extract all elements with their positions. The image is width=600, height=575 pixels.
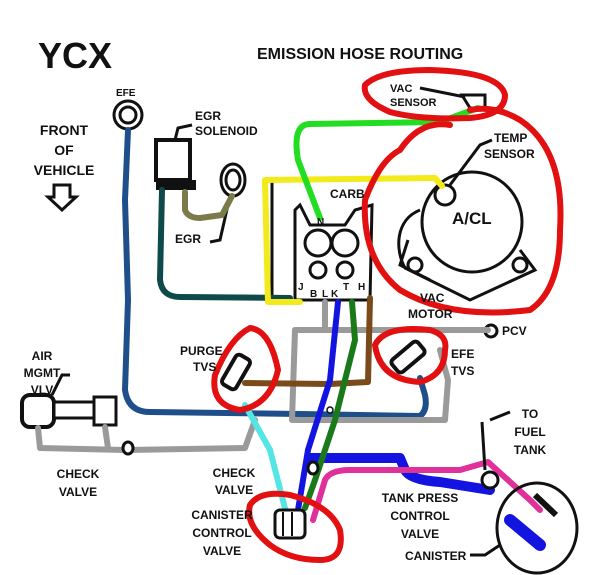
- canister-control-valve: [273, 508, 307, 540]
- label-canister: CANISTER: [405, 549, 467, 563]
- label-vac-motor-2: MOTOR: [408, 307, 453, 321]
- label-check-valve-mid-2: VALVE: [215, 483, 253, 497]
- label-check-valve-left-1: CHECK: [57, 467, 100, 481]
- label-air-mgmt-1: AIR: [32, 349, 53, 363]
- dark-green-hose: [302, 299, 358, 511]
- label-carb: CARB: [330, 187, 365, 201]
- label-pcv: PCV: [502, 324, 527, 338]
- label-canister-control-1: CANISTER: [191, 508, 253, 522]
- label-canister-control-3: VALVE: [203, 544, 241, 558]
- label-vehicle: VEHICLE: [34, 162, 95, 178]
- air-cleaner: [397, 138, 538, 302]
- label-canister-control-2: CONTROL: [192, 526, 251, 540]
- yellow-hose: [262, 175, 445, 305]
- brown-hose: [242, 295, 373, 387]
- egr-hose: [157, 187, 293, 301]
- label-tank-press-1: TANK PRESS: [382, 491, 458, 505]
- label-air-mgmt-2: MGMT: [24, 366, 61, 380]
- green-hose: [293, 105, 481, 221]
- port-h: H: [358, 282, 365, 293]
- egr-solenoid: [154, 123, 196, 190]
- port-k: K: [331, 289, 339, 300]
- label-vac-sensor-2: SENSOR: [390, 97, 437, 109]
- egr-solenoid-hose: [182, 189, 235, 221]
- label-egr-solenoid-2: SOLENOID: [195, 124, 258, 138]
- port-l: L: [322, 289, 328, 300]
- label-air-cleaner: A/CL: [452, 209, 492, 228]
- blue-hose-canister: [504, 514, 546, 551]
- label-check-valve-mid-1: CHECK: [213, 466, 256, 480]
- label-to-fuel-tank-1: TO: [522, 407, 538, 421]
- red-highlights: [211, 67, 564, 563]
- label-temp-sensor-2: SENSOR: [484, 147, 535, 161]
- check-valve-icons: [121, 406, 334, 476]
- label-temp-sensor-1: TEMP: [494, 131, 527, 145]
- label-vac-sensor-1: VAC: [390, 83, 412, 95]
- diagram-code: YCX: [38, 35, 112, 76]
- canister-body: [495, 481, 579, 575]
- label-tank-press-3: VALVE: [401, 527, 439, 541]
- air-mgmt-valve: [20, 373, 118, 429]
- pink-hose: [310, 459, 543, 523]
- port-n: N: [317, 217, 324, 228]
- label-check-valve-left-2: VALVE: [59, 485, 97, 499]
- carburetor: [270, 182, 374, 305]
- efe-tvs: [389, 339, 427, 375]
- blue-hose: [295, 299, 341, 513]
- port-t: T: [343, 282, 349, 293]
- label-to-fuel-tank-2: FUEL: [514, 425, 545, 439]
- label-purge-tvs-2: TVS: [193, 360, 216, 374]
- label-purge-tvs-1: PURGE: [180, 344, 223, 358]
- label-front: FRONT: [40, 122, 89, 138]
- label-efe: EFE: [116, 88, 136, 99]
- label-efe-tvs-1: EFE: [451, 347, 474, 361]
- front-arrow-icon: [44, 183, 80, 213]
- purge-tvs: [220, 352, 252, 392]
- label-air-mgmt-3: VLV: [31, 383, 53, 397]
- efe-hose: [122, 127, 429, 419]
- port-j: J: [298, 282, 304, 293]
- label-egr-solenoid-1: EGR: [195, 109, 221, 123]
- label-egr: EGR: [175, 232, 201, 246]
- efe-valve: [112, 99, 144, 131]
- diagram-title: EMISSION HOSE ROUTING: [257, 46, 463, 63]
- label-to-fuel-tank-3: TANK: [514, 443, 547, 457]
- port-b: B: [310, 289, 317, 300]
- label-of: OF: [54, 142, 74, 158]
- label-vac-motor-1: VAC: [420, 291, 445, 305]
- label-efe-tvs-2: TVS: [451, 364, 474, 378]
- label-tank-press-2: CONTROL: [390, 509, 449, 523]
- tank-press-control-valve: [480, 410, 511, 490]
